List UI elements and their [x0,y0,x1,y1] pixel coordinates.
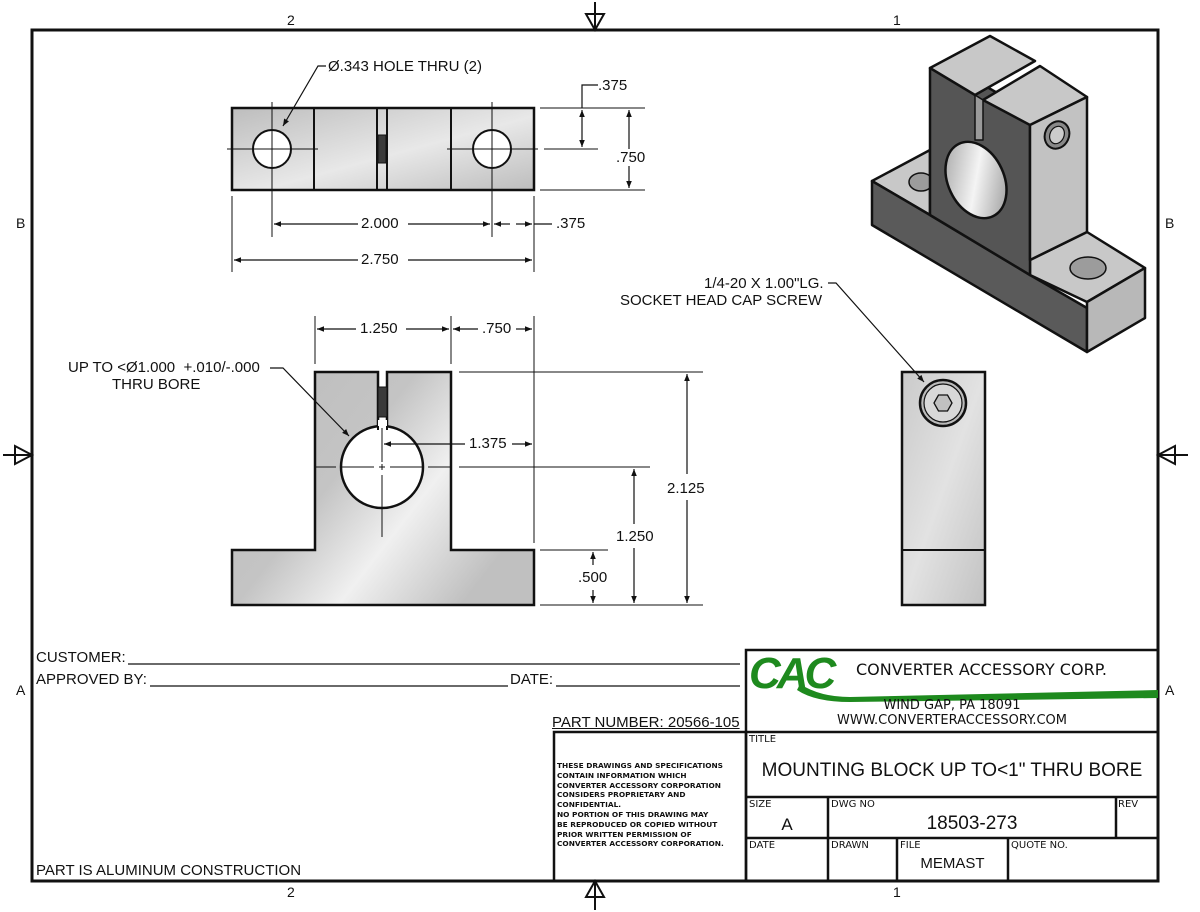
front-view [230,316,703,607]
dim-hole-spacing: 2.000 [361,215,399,232]
sheet-size: A [781,815,793,834]
approved-by-field[interactable] [150,672,508,686]
zone-label-bottom-1: 1 [893,884,901,900]
title-block-grid [552,648,1160,883]
title-label: TITLE [749,734,777,745]
dim-overall-length: 2.750 [361,251,399,268]
cac-logo-lettering: CAC [749,649,838,698]
zone-label-top-1: 1 [893,12,901,28]
form-lines [128,663,740,687]
zone-label-right-a: A [1165,682,1175,698]
bore-callout-line2: THRU BORE [112,376,201,393]
dwg-number: 18503-273 [926,813,1018,834]
top-view-screw [377,134,387,164]
isometric-view [870,34,1147,354]
centering-mark-bottom [584,878,606,910]
zone-label-left-b: B [16,215,26,231]
bore-callout-line1: UP TO <Ø1.000 +.010/-.000 [68,359,260,376]
centering-mark-top [584,2,606,33]
quote-no-label: QUOTE NO. [1011,840,1068,851]
dim-top-height: .750 [615,149,647,166]
socket-head-cap-screw [918,378,968,428]
company-website: WWW.CONVERTERACCESSORY.COM [836,713,1068,728]
side-view [828,282,987,607]
material-note: PART IS ALUMINUM CONSTRUCTION [36,862,302,879]
top-view [227,65,645,272]
rev-label: REV [1118,799,1139,810]
dim-base-thickness: .500 [578,569,608,586]
proprietary-notice: THESE DRAWINGS AND SPECIFICATIONS CONTAI… [557,761,724,849]
dim-overall-height: 2.125 [667,480,705,497]
file-name: MEMAST [920,855,985,872]
dim-hole-edge: .375 [556,215,586,232]
date-field[interactable] [556,672,740,686]
dim-bore-center-height: 1.250 [616,528,654,545]
zone-label-bottom-2: 2 [287,884,295,900]
file-label: FILE [900,840,921,851]
approved-by-label: APPROVED BY: [36,671,147,688]
date-label: DATE: [510,671,554,688]
company-name: CONVERTER ACCESSORY CORP. [856,660,1107,679]
zone-label-right-b: B [1165,215,1175,231]
part-number: PART NUMBER: 20566-105 [552,714,740,731]
centering-mark-right [1155,444,1188,466]
centering-mark-left [3,444,35,466]
dim-hole-offset-vertical: .375 [598,77,628,94]
screw-callout-line2: SOCKET HEAD CAP SCREW [620,292,822,309]
screw-callout-line1: 1/4-20 X 1.00"LG. [704,275,824,292]
date-block-label: DATE [749,840,776,851]
zone-label-left-a: A [16,682,26,698]
hole-callout: Ø.343 HOLE THRU (2) [328,58,482,75]
dim-upright-width: 1.250 [360,320,398,337]
company-address: WIND GAP, PA 18091 [883,698,1021,713]
dim-bore-to-edge: 1.375 [469,435,507,452]
zone-label-top-2: 2 [287,12,295,28]
front-view-screw [377,386,388,418]
dwg-no-label: DWG NO [831,799,875,810]
dim-flange-right: .750 [482,320,512,337]
cac-logo: CAC [749,649,1158,702]
drawing-title: MOUNTING BLOCK UP TO<1" THRU BORE [761,760,1143,781]
customer-label: CUSTOMER: [36,649,126,666]
customer-field[interactable] [128,650,740,664]
drawn-label: DRAWN [831,840,869,851]
size-label: SIZE [749,799,772,810]
